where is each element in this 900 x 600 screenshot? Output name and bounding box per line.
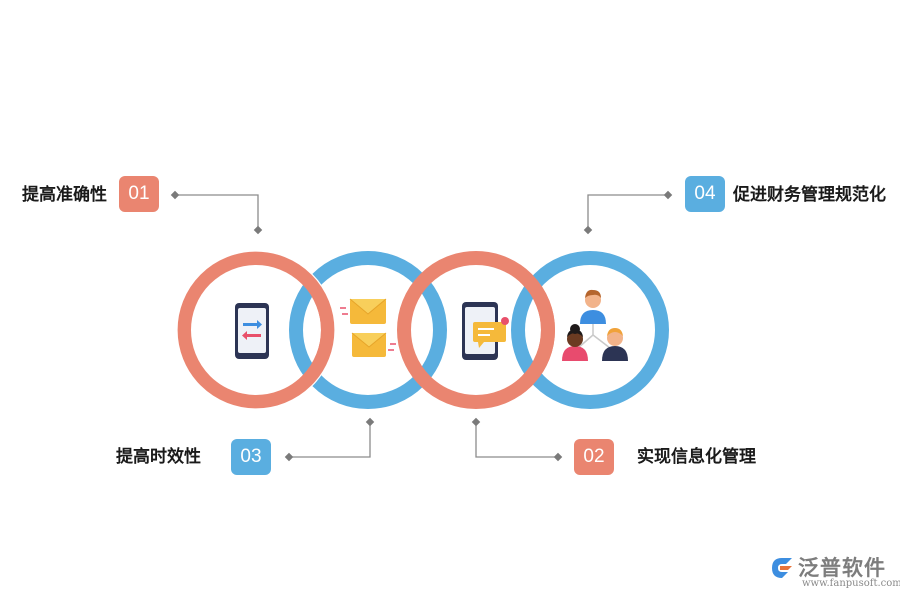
connector-01 [175,194,259,232]
rings [177,251,669,409]
item-04-label: 促进财务管理规范化 [733,185,886,205]
connector-03 [289,420,371,458]
brand-name: 泛普软件 [798,556,886,580]
ring-2 [289,251,447,409]
item-03-badge: 03 [231,439,271,475]
connector-lines [175,194,668,458]
item-04-badge: 04 [685,176,725,212]
brand-logo: 泛普软件 www.fanpusoft.com [768,552,900,596]
item-02-label: 实现信息化管理 [637,447,756,467]
envelopes-icon [340,298,396,357]
phone-chat-icon [462,302,509,360]
item-01-label: 提高准确性 [22,185,107,205]
item-03-label: 提高时效性 [116,447,201,467]
people-network-icon [562,289,628,361]
ring-4 [511,251,669,409]
item-02-badge: 02 [574,439,614,475]
connector-02 [475,420,558,458]
brand-logo-icon [772,558,792,578]
phone-transfer-icon [235,303,269,359]
connector-04 [587,194,668,232]
brand-url: www.fanpusoft.com [802,578,900,589]
item-01-badge: 01 [119,176,159,212]
